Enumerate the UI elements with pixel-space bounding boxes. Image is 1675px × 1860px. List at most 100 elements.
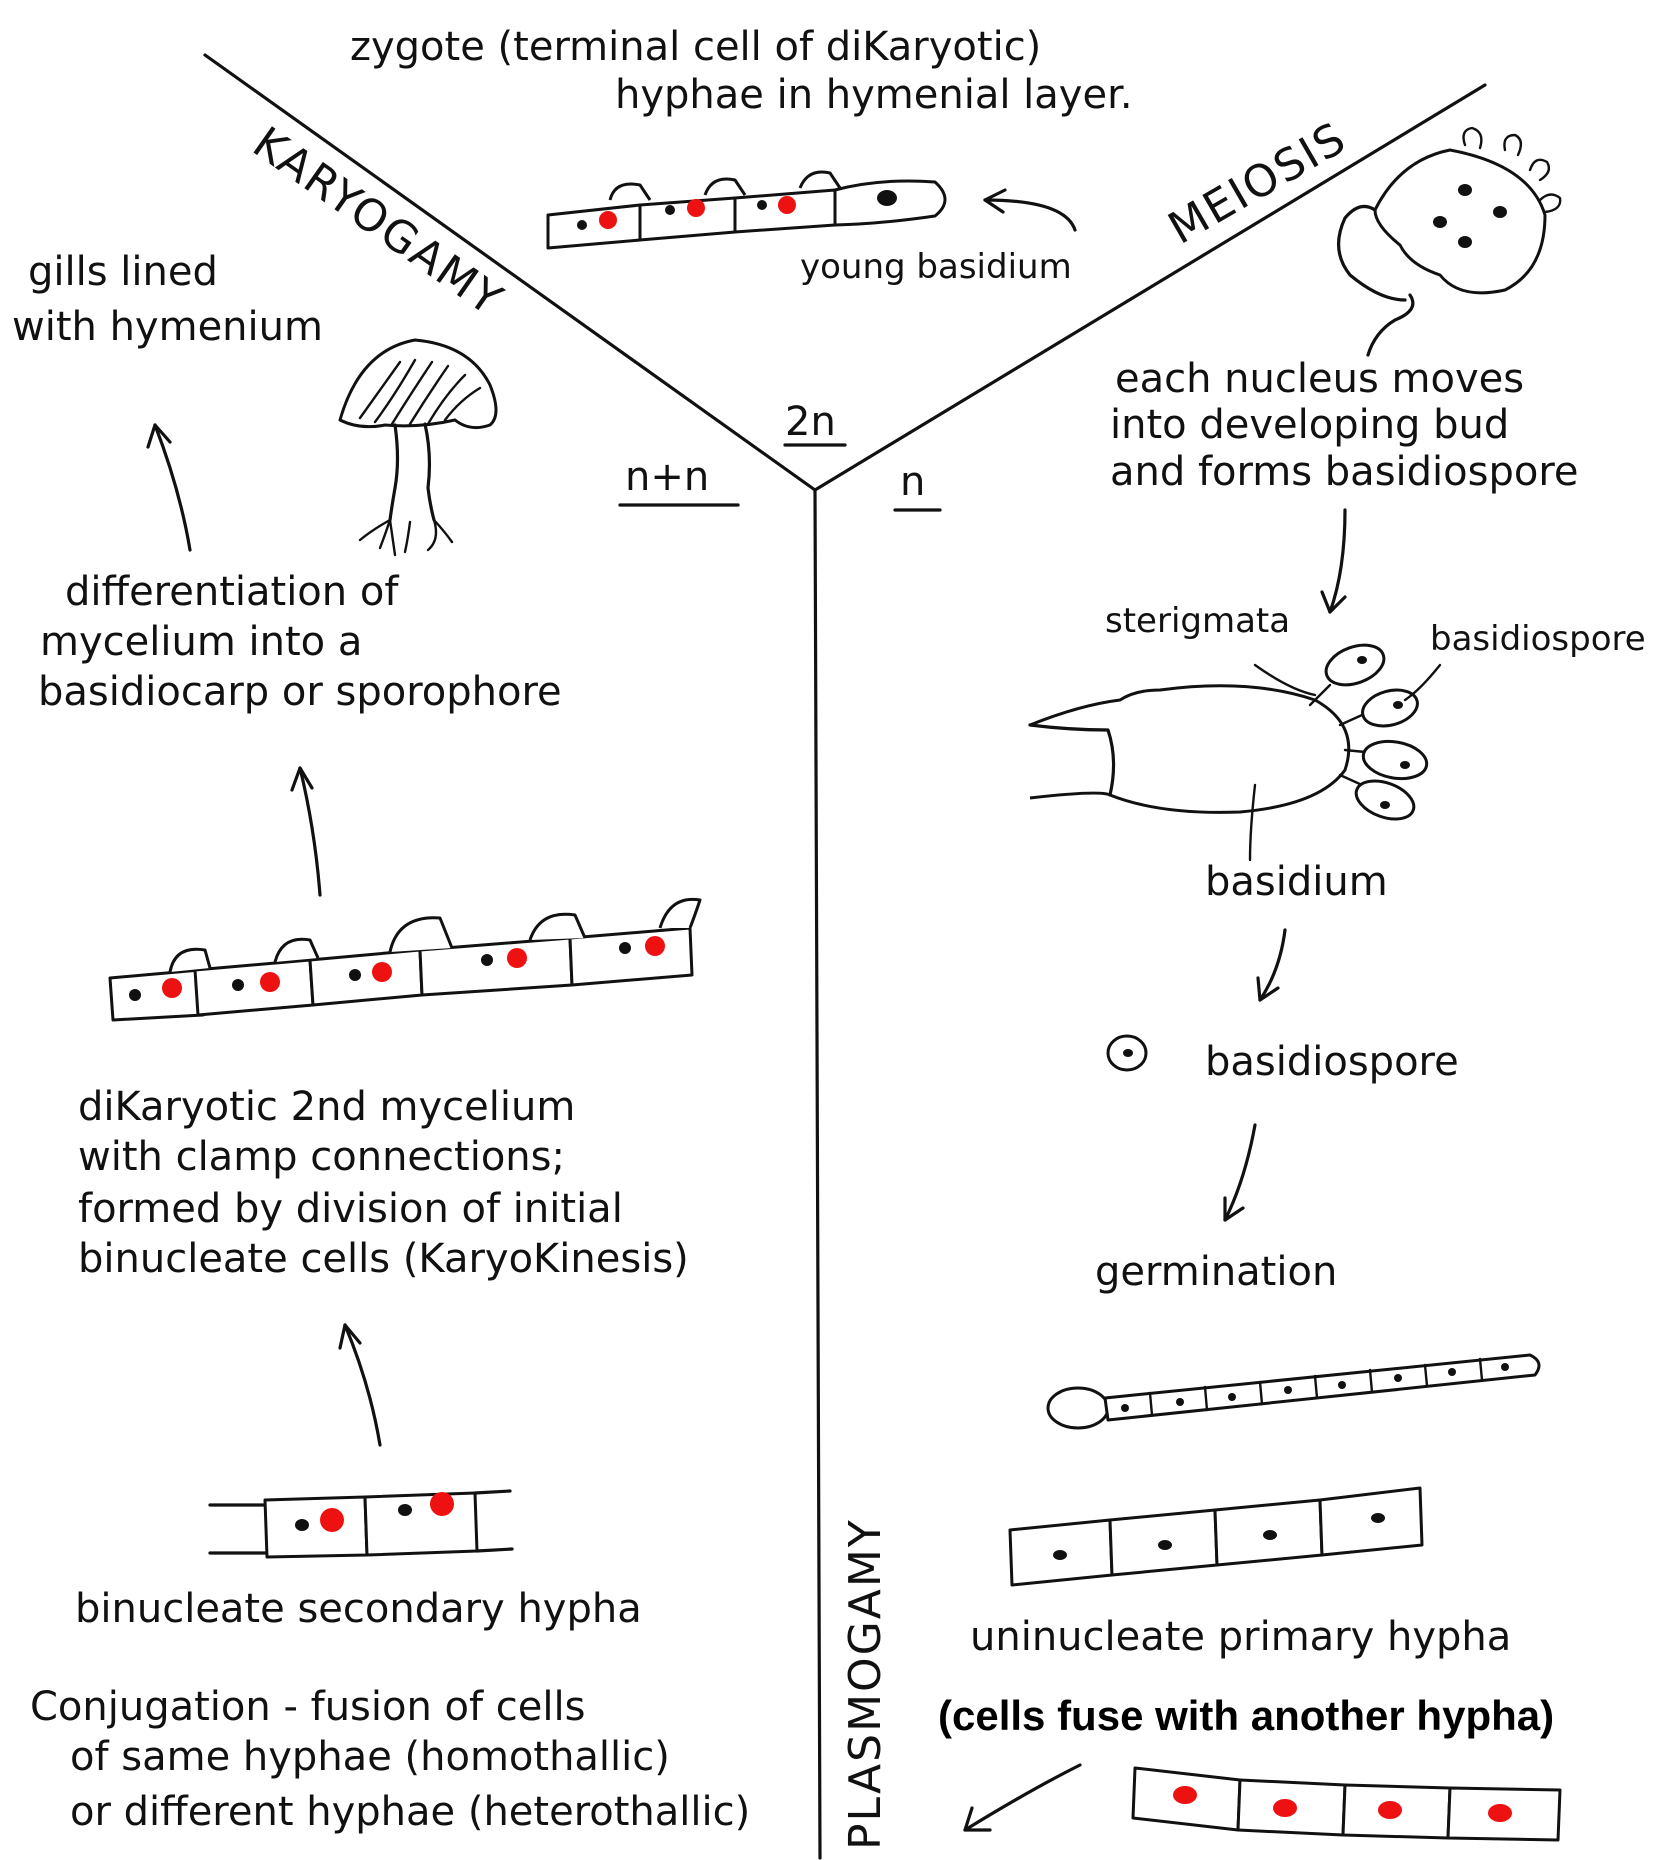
- diff-label-line2: mycelium into a: [40, 619, 362, 665]
- nucleus-black: [577, 220, 587, 230]
- ploidy-diploid: 2n: [785, 399, 836, 445]
- germ-tube: [1105, 1355, 1539, 1420]
- arrow-up-1: [155, 425, 190, 550]
- dikaryotic-label-line1: diKaryotic 2nd mycelium: [78, 1084, 575, 1130]
- haploid-nucleus: [1458, 184, 1472, 196]
- basidiospore: [1360, 737, 1429, 784]
- dikaryotic-label-line4: binucleate cells (KaryoKinesis): [78, 1236, 689, 1282]
- mushroom-rhizoids: [360, 520, 452, 555]
- young-basidium-label: young basidium: [800, 247, 1072, 287]
- nucleus-black: [1338, 1381, 1346, 1389]
- nucleus-red: [778, 196, 796, 214]
- arrow-down-2: [1260, 930, 1285, 1000]
- clamp-connection: [800, 172, 840, 188]
- hypha-wall: [475, 1491, 512, 1551]
- fusing-hypha: [1133, 1768, 1560, 1840]
- hypha-cell: [365, 1493, 477, 1555]
- basidiospore: [1351, 774, 1419, 826]
- clamp-connection: [390, 918, 452, 952]
- clamp-connection: [275, 939, 318, 962]
- nucleus-text-line2: into developing bud: [1110, 402, 1509, 448]
- arrow-up-3: [345, 1325, 380, 1445]
- nucleus-black: [1053, 1550, 1067, 1560]
- diff-label-line1: differentiation of: [65, 569, 399, 615]
- nucleus-red: [1273, 1799, 1297, 1817]
- nucleus-black: [1176, 1398, 1184, 1406]
- clamp-connection: [610, 184, 650, 200]
- hypha-cell: [570, 928, 692, 985]
- nucleus-red: [320, 1508, 344, 1532]
- nucleus-red: [1378, 1801, 1402, 1819]
- nucleus-black: [1371, 1513, 1385, 1523]
- haploid-nucleus: [1493, 206, 1507, 218]
- diff-label-line3: basidiocarp or sporophore: [38, 669, 562, 715]
- haploid-nucleus: [1458, 236, 1472, 248]
- nucleus-black: [665, 205, 675, 215]
- meiotic-basidium: [1339, 128, 1561, 355]
- gills-label-line2: with hymenium: [12, 304, 323, 350]
- dikaryotic-label-line2: with clamp connections;: [78, 1134, 565, 1180]
- fuse-label: (cells fuse with another hypha): [938, 1692, 1554, 1739]
- bud: [1504, 135, 1520, 155]
- mushroom-stem: [390, 424, 434, 520]
- conjugation-label-line3: or different hyphae (heterothallic): [70, 1789, 750, 1835]
- plasmogamy-divider: [815, 490, 820, 1858]
- nucleus-red: [372, 962, 392, 982]
- nucleus-black: [1284, 1386, 1292, 1394]
- ploidy-dikaryon: n+n: [625, 454, 709, 500]
- hypha-cell: [195, 960, 313, 1015]
- mature-basidium: [1030, 638, 1440, 860]
- spore-nucleus: [1400, 761, 1410, 769]
- nucleus-black: [398, 1504, 412, 1516]
- germ-spore: [1048, 1388, 1108, 1428]
- nucleus-black: [1501, 1363, 1509, 1371]
- basidiospore-label: basidiospore: [1205, 1039, 1459, 1085]
- nucleus-black: [129, 989, 141, 1001]
- nucleus-black: [481, 954, 493, 966]
- dikaryotic-mycelium: [110, 899, 700, 1020]
- spore-nucleus: [1380, 801, 1390, 809]
- haploid-nucleus: [1433, 216, 1447, 228]
- nucleus-red: [645, 936, 665, 956]
- nucleus-black: [1228, 1393, 1236, 1401]
- arrow-to-young-basidium: [985, 200, 1075, 230]
- spore-nucleus: [1357, 656, 1367, 664]
- nucleus-text-line3: and forms basidiospore: [1110, 449, 1579, 495]
- clamp-connection: [660, 899, 700, 928]
- nucleus-red: [507, 948, 527, 968]
- conjugation-label-line2: of same hyphae (homothallic): [70, 1734, 670, 1780]
- spore-nucleus: [1393, 701, 1403, 709]
- arrow-down-3: [1225, 1125, 1255, 1220]
- nucleus-black: [1263, 1530, 1277, 1540]
- nucleus-red: [599, 211, 617, 229]
- nucleus-red: [430, 1492, 454, 1516]
- nucleus-black: [295, 1519, 309, 1531]
- hypha-cell: [640, 198, 735, 240]
- nucleus-red: [260, 972, 280, 992]
- uninucleate-label: uninucleate primary hypha: [970, 1614, 1511, 1660]
- sterigma: [1340, 715, 1362, 725]
- hypha-cell: [110, 970, 203, 1020]
- sterigmata-label: sterigmata: [1105, 601, 1290, 641]
- karyogamy-divider: [205, 55, 815, 490]
- clamp-connection: [170, 949, 210, 972]
- gills-label-line1: gills lined: [28, 249, 218, 295]
- hypha-cell: [548, 205, 640, 248]
- nucleus-black: [1448, 1368, 1456, 1376]
- nucleus-red: [1488, 1804, 1512, 1822]
- basidium-body: [1375, 150, 1545, 293]
- clamp-connection: [705, 179, 745, 195]
- basidium-label: basidium: [1205, 859, 1388, 905]
- uninucleate-primary-hypha: [1010, 1488, 1422, 1585]
- phase-label-karyogamy: KARYOGAMY: [244, 117, 513, 326]
- nucleus-black: [619, 942, 631, 954]
- hypha-cell: [265, 1497, 367, 1557]
- mushroom: [340, 340, 496, 555]
- nucleus-text-line1: each nucleus moves: [1115, 356, 1524, 402]
- diploid-nucleus: [877, 190, 897, 206]
- arrow-to-left: [965, 1765, 1080, 1830]
- young-basidium-hypha: [548, 172, 945, 248]
- arrow-down-1: [1330, 510, 1345, 612]
- nucleus-black: [1158, 1540, 1172, 1550]
- hypha-wall: [210, 1505, 265, 1553]
